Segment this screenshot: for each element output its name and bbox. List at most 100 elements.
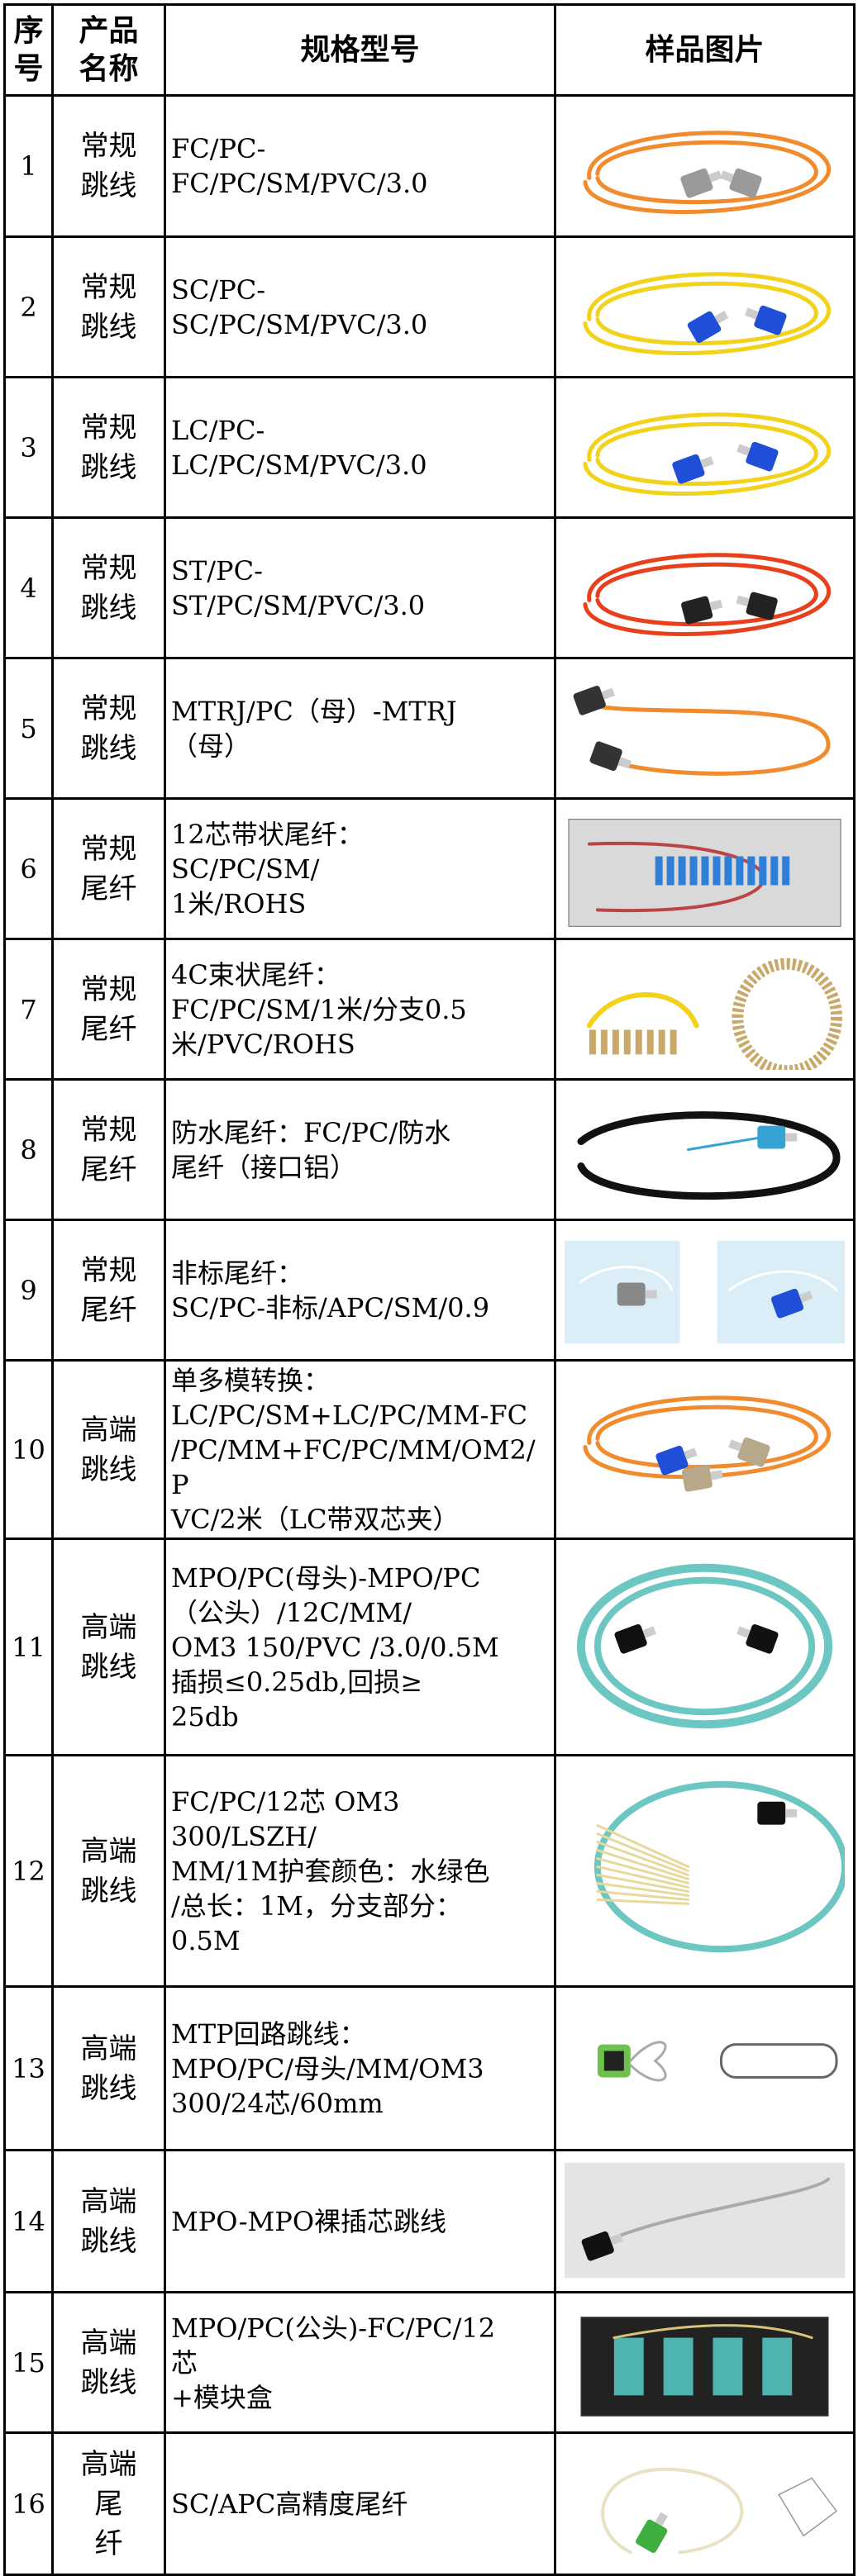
product-name: 高端跳线 bbox=[51, 2291, 166, 2434]
spec-line: 单多模转换： bbox=[171, 1364, 331, 1396]
spec-line: SC/PC- bbox=[171, 273, 266, 306]
spec-line: 300/24芯/60mm bbox=[171, 2087, 384, 2119]
product-name-line: 跳线 bbox=[80, 2365, 137, 2399]
row-number: 15 bbox=[3, 2291, 54, 2434]
sample-image bbox=[554, 235, 856, 378]
product-name: 高端尾纤 bbox=[51, 2431, 166, 2576]
spec-line: MPO/PC(母头)-MPO/PC bbox=[171, 1561, 481, 1594]
row-number: 12 bbox=[3, 1754, 54, 1988]
spec-line: MPO/PC/母头/MM/OM3 bbox=[171, 2052, 484, 2084]
bundle-pigtail-image bbox=[565, 948, 845, 1070]
product-name: 常规跳线 bbox=[51, 235, 166, 378]
product-name-line: 常规 bbox=[80, 832, 137, 866]
sc-apc-pigtail-image bbox=[565, 2442, 845, 2565]
product-name: 常规跳线 bbox=[51, 657, 166, 800]
row-number: 4 bbox=[3, 516, 54, 659]
product-name-line: 跳线 bbox=[80, 1874, 137, 1908]
header-name: 产品 名称 bbox=[51, 3, 166, 97]
spec-line: （母） bbox=[171, 730, 251, 762]
spec-model: MPO-MPO裸插芯跳线 bbox=[164, 2149, 556, 2293]
sample-image bbox=[554, 2149, 856, 2293]
spec-line: MTP回路跳线： bbox=[171, 2018, 366, 2050]
product-name: 高端跳线 bbox=[51, 2149, 166, 2293]
spec-line: 米/PVC/ROHS bbox=[171, 1028, 355, 1060]
spec-line: 300/LSZH/ bbox=[171, 1820, 317, 1852]
product-name: 常规尾纤 bbox=[51, 1219, 166, 1362]
sample-image bbox=[554, 1754, 856, 1988]
red-st-patch-cord-image bbox=[565, 527, 845, 649]
spec-line: FC/PC/12芯 OM3 bbox=[171, 1785, 400, 1818]
spec-line: /PC/MM+FC/PC/MM/OM2/P bbox=[171, 1433, 536, 1500]
row-number: 7 bbox=[3, 938, 54, 1081]
waterproof-pigtail-image bbox=[565, 1089, 845, 1210]
product-name-line: 跳线 bbox=[80, 731, 137, 765]
product-name-line: 尾 bbox=[94, 2487, 123, 2521]
spec-model: SC/PC-SC/PC/SM/PVC/3.0 bbox=[164, 235, 556, 378]
spec-line: FC/PC/SM/PVC/3.0 bbox=[171, 168, 428, 199]
spec-line: ST/PC/SM/PVC/3.0 bbox=[171, 589, 426, 621]
product-name-line: 常规 bbox=[80, 1253, 137, 1287]
orange-fc-patch-cord-image bbox=[565, 105, 845, 227]
spec-line: 插损≤0.25db,回损≥ bbox=[171, 1666, 423, 1698]
product-name-line: 尾纤 bbox=[80, 1293, 137, 1327]
spec-model: SC/APC高精度尾纤 bbox=[164, 2431, 556, 2576]
product-name-line: 高端 bbox=[80, 1413, 137, 1447]
product-name-line: 尾纤 bbox=[80, 1153, 137, 1186]
product-name-line: 常规 bbox=[80, 551, 137, 585]
product-name: 常规尾纤 bbox=[51, 797, 166, 940]
spec-line: 芯 bbox=[171, 2346, 198, 2379]
spec-model: MPO/PC(母头)-MPO/PC（公头）/12C/MM/OM3 150/PVC… bbox=[164, 1538, 556, 1756]
mode-conversion-cord-image bbox=[565, 1370, 845, 1529]
product-name-line: 跳线 bbox=[80, 1452, 137, 1486]
spec-line: 非标尾纤： bbox=[171, 1257, 304, 1289]
nonstandard-pigtail-image bbox=[565, 1229, 845, 1351]
row-number: 2 bbox=[3, 235, 54, 378]
table-header-row: 序 号 产品 名称 规格型号 样品图片 bbox=[3, 3, 856, 97]
product-name: 高端跳线 bbox=[51, 1538, 166, 1756]
sample-image bbox=[554, 657, 856, 800]
header-num: 序 号 bbox=[3, 3, 54, 97]
spec-line: LC/PC/SM+LC/PC/MM-FC bbox=[171, 1399, 528, 1431]
spec-line: FC/PC/SM/1米/分支0.5 bbox=[171, 993, 467, 1025]
spec-line: MM/1M护套颜色：水绿色 bbox=[171, 1855, 490, 1887]
product-name-line: 常规 bbox=[80, 411, 137, 444]
product-name-line: 尾纤 bbox=[80, 1012, 137, 1046]
spec-line: VC/2米（LC带双芯夹） bbox=[171, 1503, 460, 1535]
bare-mpo-cord-image bbox=[565, 2160, 845, 2283]
sample-image bbox=[554, 1359, 856, 1540]
row-number: 5 bbox=[3, 657, 54, 800]
product-name-line: 高端 bbox=[80, 2032, 137, 2065]
product-name-line: 常规 bbox=[80, 270, 137, 304]
header-spec: 规格型号 bbox=[164, 3, 556, 97]
row-number: 16 bbox=[3, 2431, 54, 2576]
spec-model: MTRJ/PC（母）-MTRJ（母） bbox=[164, 657, 556, 800]
sample-image bbox=[554, 797, 856, 940]
sample-image bbox=[554, 938, 856, 1081]
spec-line: 防水尾纤：FC/PC/防水 bbox=[171, 1116, 451, 1148]
header-image: 样品图片 bbox=[554, 3, 856, 97]
product-name: 高端跳线 bbox=[51, 1359, 166, 1540]
product-name-line: 跳线 bbox=[80, 2224, 137, 2258]
product-name-line: 跳线 bbox=[80, 450, 137, 484]
product-name-line: 高端 bbox=[80, 2447, 137, 2481]
row-number: 14 bbox=[3, 2149, 54, 2293]
spec-line: MPO-MPO裸插芯跳线 bbox=[171, 2205, 447, 2237]
spec-line: SC/APC高精度尾纤 bbox=[171, 2488, 408, 2520]
yellow-lc-patch-cord-image bbox=[565, 387, 845, 508]
orange-mtrj-patch-cord-image bbox=[565, 668, 845, 789]
